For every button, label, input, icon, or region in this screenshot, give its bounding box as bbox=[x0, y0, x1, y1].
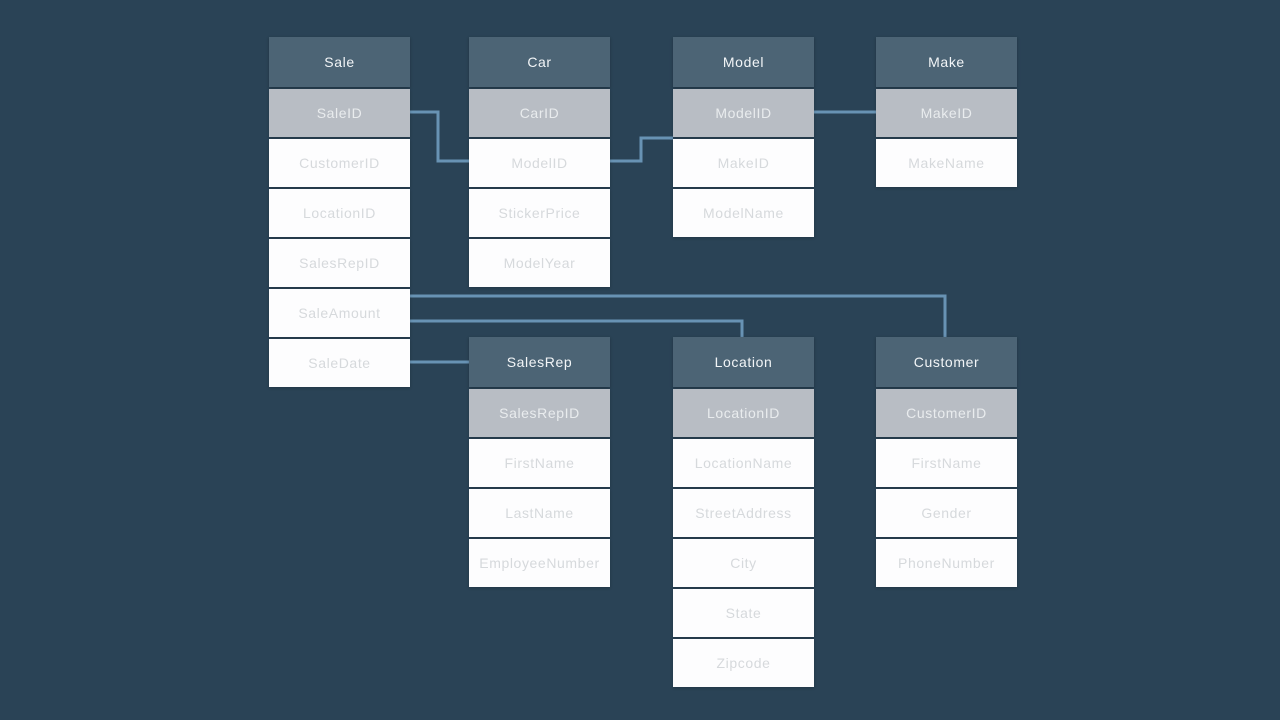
primary-key-row[interactable]: LocationID bbox=[673, 389, 814, 437]
table-header-salesrep[interactable]: SalesRep bbox=[469, 337, 610, 387]
primary-key-row[interactable]: ModelID bbox=[673, 89, 814, 137]
primary-key-row[interactable]: CarID bbox=[469, 89, 610, 137]
field-row[interactable]: LocationName bbox=[673, 439, 814, 487]
field-row[interactable]: SalesRepID bbox=[269, 239, 410, 287]
field-row[interactable]: ModelYear bbox=[469, 239, 610, 287]
field-row[interactable]: Zipcode bbox=[673, 639, 814, 687]
connector-sale-saleid-to-car-modelid bbox=[410, 110, 469, 163]
field-row[interactable]: SaleDate bbox=[269, 339, 410, 387]
table-header-location[interactable]: Location bbox=[673, 337, 814, 387]
field-row[interactable]: FirstName bbox=[469, 439, 610, 487]
field-row[interactable]: StickerPrice bbox=[469, 189, 610, 237]
table-header-customer[interactable]: Customer bbox=[876, 337, 1017, 387]
table-header-sale[interactable]: Sale bbox=[269, 37, 410, 87]
table-header-make[interactable]: Make bbox=[876, 37, 1017, 87]
field-row[interactable]: LocationID bbox=[269, 189, 410, 237]
field-row[interactable]: CustomerID bbox=[269, 139, 410, 187]
field-row[interactable]: MakeName bbox=[876, 139, 1017, 187]
connector-sale-saleamount-to-location bbox=[410, 319, 744, 338]
field-row[interactable]: PhoneNumber bbox=[876, 539, 1017, 587]
primary-key-row[interactable]: MakeID bbox=[876, 89, 1017, 137]
field-row[interactable]: MakeID bbox=[673, 139, 814, 187]
primary-key-row[interactable]: SaleID bbox=[269, 89, 410, 137]
field-row[interactable]: SaleAmount bbox=[269, 289, 410, 337]
field-row[interactable]: EmployeeNumber bbox=[469, 539, 610, 587]
field-row[interactable]: LastName bbox=[469, 489, 610, 537]
field-row[interactable]: State bbox=[673, 589, 814, 637]
field-row[interactable]: ModelID bbox=[469, 139, 610, 187]
primary-key-row[interactable]: CustomerID bbox=[876, 389, 1017, 437]
field-row[interactable]: StreetAddress bbox=[673, 489, 814, 537]
field-row[interactable]: FirstName bbox=[876, 439, 1017, 487]
field-row[interactable]: City bbox=[673, 539, 814, 587]
table-header-car[interactable]: Car bbox=[469, 37, 610, 87]
primary-key-row[interactable]: SalesRepID bbox=[469, 389, 610, 437]
field-row[interactable]: ModelName bbox=[673, 189, 814, 237]
field-row[interactable]: Gender bbox=[876, 489, 1017, 537]
table-header-model[interactable]: Model bbox=[673, 37, 814, 87]
connector-sale-saleamount-to-customer bbox=[410, 294, 947, 338]
connector-car-modelid-to-model-modelid bbox=[610, 136, 673, 163]
